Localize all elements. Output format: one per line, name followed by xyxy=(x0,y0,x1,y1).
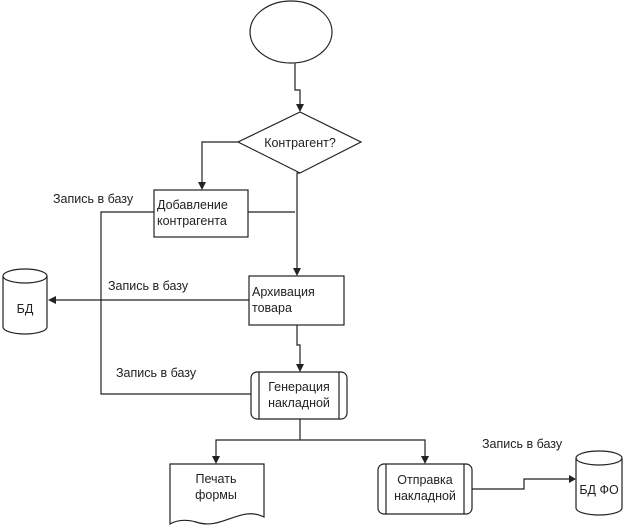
generate-invoice-label-line2: накладной xyxy=(268,396,330,410)
print-form-label-line1: Печать xyxy=(196,472,237,486)
edge-generate-to-print-arrowhead xyxy=(212,456,220,464)
edge-label-write-1: Запись в базу xyxy=(53,192,134,206)
archive-goods-label-line2: товара xyxy=(252,301,292,315)
print-form-label-line2: формы xyxy=(195,488,237,502)
edge-generate-to-send-arrowhead xyxy=(421,456,429,464)
generate-invoice-label-line1: Генерация xyxy=(268,380,330,394)
edge-label-write-3: Запись в базу xyxy=(116,366,197,380)
add-contractor-label-line1: Добавление xyxy=(157,198,228,212)
archive-goods-node: Архивация товара xyxy=(248,275,345,326)
edge-decision-to-add xyxy=(201,141,238,182)
edge-add-write-db xyxy=(100,211,154,300)
edge-decision-to-archive-arrowhead xyxy=(293,268,301,276)
decision-label: Контрагент? xyxy=(264,136,336,150)
send-invoice-label-line2: накладной xyxy=(394,489,456,503)
edge-start-to-decision xyxy=(294,63,301,105)
print-form-node: Печать формы xyxy=(169,463,265,526)
edge-decision-to-archive xyxy=(296,172,300,268)
edge-send-write-dbfo xyxy=(472,478,570,490)
add-contractor-label-line2: контрагента xyxy=(157,214,227,228)
archive-goods-label-line1: Архивация xyxy=(252,285,315,299)
edge-archive-to-generate xyxy=(296,325,301,364)
db-label: БД xyxy=(17,302,34,316)
decision-node: Контрагент? xyxy=(236,111,363,174)
edge-start-to-decision-arrowhead xyxy=(296,104,304,112)
add-contractor-node: Добавление контрагента xyxy=(153,189,249,238)
send-invoice-label-line1: Отправка xyxy=(397,473,453,487)
start-node xyxy=(249,0,333,64)
edge-label-write-4: Запись в базу xyxy=(482,437,563,451)
edge-generate-split xyxy=(215,419,426,456)
send-invoice-node: Отправка накладной xyxy=(377,463,473,515)
db-fo-node: БД ФО xyxy=(575,450,623,516)
db-fo-label: БД ФО xyxy=(579,483,619,497)
edge-label-write-2: Запись в базу xyxy=(108,279,189,293)
edge-decision-to-add-arrowhead xyxy=(198,182,206,190)
edge-send-write-dbfo-arrowhead xyxy=(569,475,576,483)
generate-invoice-node: Генерация накладной xyxy=(250,371,348,420)
edges xyxy=(48,63,576,490)
db-node: БД xyxy=(2,268,48,335)
edge-archive-to-generate-arrowhead xyxy=(296,364,304,372)
edge-write-db-arrowhead xyxy=(48,296,56,304)
edge-generate-write-db xyxy=(100,300,251,395)
